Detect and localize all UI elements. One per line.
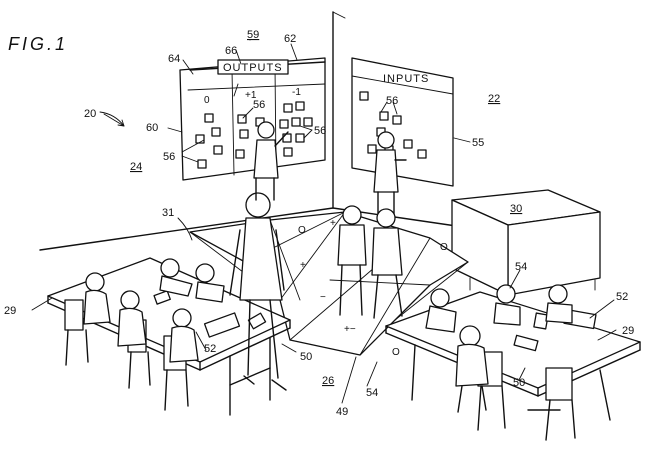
svg-text:+: +: [300, 260, 306, 271]
ref-56-right: 56: [314, 125, 326, 137]
students-right-table: [425, 284, 573, 413]
ref-26: 26: [322, 375, 334, 387]
svg-text:−: −: [320, 292, 326, 303]
teacher-figure: [229, 192, 287, 391]
ref-31: 31: [162, 207, 174, 219]
ref-49: 49: [336, 406, 348, 418]
ref-50-right: 50: [513, 377, 525, 389]
leader-lines: [31, 39, 617, 404]
ref-52-left: 52: [204, 343, 216, 355]
outputs-column-plus-one: +1: [245, 90, 257, 101]
outputs-column-zero: 0: [204, 95, 210, 106]
ref-22: 22: [488, 93, 500, 105]
students-left-table: [83, 258, 225, 363]
ref-29-left: 29: [4, 305, 16, 317]
ref-56-left: 56: [163, 151, 175, 163]
student-at-inputs-board: [373, 131, 407, 223]
people: [83, 121, 573, 413]
inputs-board: INPUTS: [351, 57, 454, 187]
outputs-board-title: OUTPUTS: [223, 62, 283, 74]
ref-55: 55: [472, 137, 484, 149]
ref-56-inputs: 56: [386, 95, 398, 107]
svg-text:O: O: [440, 242, 448, 253]
ref-29-right: 29: [622, 325, 634, 337]
ref-24: 24: [130, 161, 142, 173]
svg-text:+: +: [330, 218, 336, 229]
ref-60: 60: [146, 122, 158, 134]
svg-text:+−: +−: [344, 324, 356, 335]
ref-62: 62: [284, 33, 296, 45]
svg-text:O: O: [392, 347, 400, 358]
cabinet: [451, 189, 601, 296]
figure-title: FIG.1: [8, 34, 68, 54]
svg-text:O: O: [298, 225, 306, 236]
ref-54-bottom: 54: [366, 387, 378, 399]
outputs-title-strip: [217, 59, 289, 75]
ref-56-center: 56: [253, 99, 265, 111]
ref-50-left: 50: [300, 351, 312, 363]
reference-numerals: 20 22 24 26 29 29 30 31 49 50 50 52 52 5…: [4, 29, 634, 418]
ref-52-right: 52: [616, 291, 628, 303]
outputs-board: OUTPUTS 0 +1 -1: [179, 57, 326, 181]
ref-30: 30: [510, 203, 522, 215]
students-on-mat: [337, 205, 403, 319]
ref-54-top: 54: [515, 261, 527, 273]
ref-59: 59: [247, 29, 259, 41]
inputs-board-title: INPUTS: [383, 73, 429, 85]
outputs-column-minus-one: -1: [292, 87, 301, 98]
ref-64: 64: [168, 53, 180, 65]
student-at-outputs-board: [253, 121, 289, 201]
ref-20: 20: [84, 108, 96, 120]
ref-66: 66: [225, 45, 237, 57]
